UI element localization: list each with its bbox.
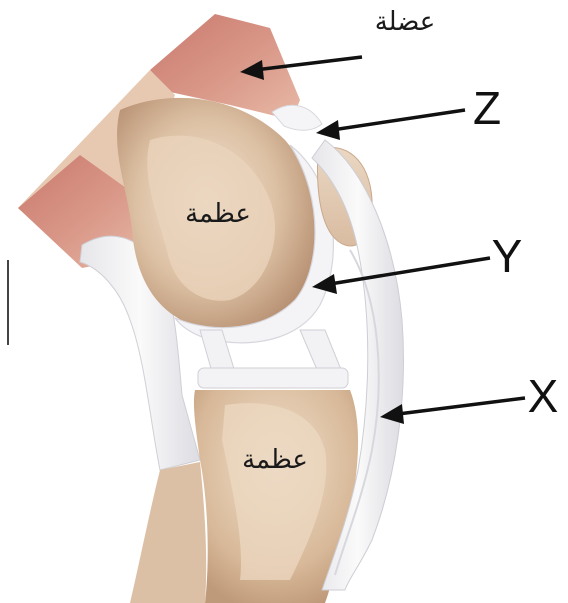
- label-x: X: [528, 370, 559, 422]
- arrow-y: [312, 258, 490, 294]
- lower-leg-back: [130, 462, 206, 603]
- label-z: Z: [473, 82, 501, 134]
- cruciate-ligament-right: [300, 330, 342, 372]
- label-bone-lower: عظمة: [242, 445, 308, 475]
- label-bone-upper: عظمة: [185, 199, 251, 229]
- label-muscle: عضلة: [375, 7, 436, 37]
- meniscus: [198, 368, 348, 388]
- thigh-muscle-tendon: [272, 105, 322, 130]
- label-y: Y: [492, 230, 523, 282]
- arrow-z: [316, 110, 465, 140]
